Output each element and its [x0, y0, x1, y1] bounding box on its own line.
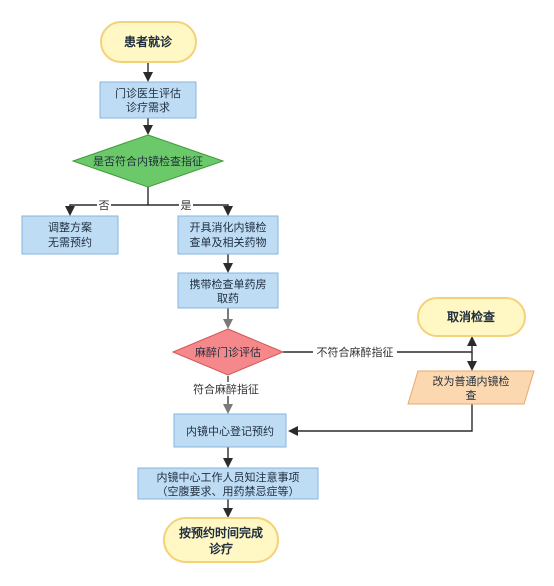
cancel-label: 取消检查: [447, 309, 496, 324]
notify-label-line1: 内镜中心工作人员知注意事项: [157, 470, 300, 484]
start-label: 患者就诊: [124, 34, 173, 49]
adjust-plan-node: 调整方案 无需预约: [21, 215, 119, 255]
start-node: 患者就诊: [100, 21, 197, 63]
anesthesia-decision-label: 麻醉门诊评估: [195, 345, 261, 359]
notify-node: 内镜中心工作人员知注意事项 （空腹要求、用药禁忌症等）: [137, 467, 319, 500]
edge-switch-register: [288, 404, 473, 436]
edge-decision-yes: [148, 204, 233, 216]
cancel-node: 取消检查: [417, 297, 526, 337]
indication-decision: 是否符合内镜检查指征: [71, 134, 225, 188]
prescribe-label-line1: 开具消化内镜检: [190, 220, 267, 234]
pharmacy-label-line1: 携带检查单药房: [190, 277, 267, 291]
complete-label-line2: 诊疗: [209, 541, 233, 556]
switch-regular-label-line2: 查: [466, 388, 477, 402]
switch-regular-node: 改为普通内镜检 查: [407, 370, 535, 405]
prescribe-node: 开具消化内镜检 查单及相关药物: [177, 215, 279, 255]
assess-label-line1: 门诊医生评估: [115, 86, 181, 100]
assess-node: 门诊医生评估 诊疗需求: [99, 81, 197, 119]
register-label: 内镜中心登记预约: [186, 424, 274, 438]
switch-regular-label-line1: 改为普通内镜检: [433, 374, 510, 388]
complete-label-line1: 按预约时间完成: [179, 525, 263, 540]
indication-decision-label: 是否符合内镜检查指征: [93, 154, 203, 168]
edge-label-meet-anesthesia: 符合麻醉指征: [193, 382, 259, 396]
pharmacy-node: 携带检查单药房 取药: [177, 272, 279, 309]
register-node: 内镜中心登记预约: [173, 413, 287, 448]
pharmacy-label-line2: 取药: [217, 292, 239, 305]
prescribe-label-line2: 查单及相关药物: [190, 235, 267, 249]
edge-label-not-meet-anesthesia: 不符合麻醉指征: [317, 345, 394, 359]
anesthesia-decision: 麻醉门诊评估: [171, 328, 285, 376]
adjust-plan-label-line2: 无需预约: [48, 236, 92, 249]
edge-label-yes: 是: [181, 199, 192, 212]
edge-label-no: 否: [99, 199, 110, 212]
complete-node: 按预约时间完成 诊疗: [163, 517, 279, 563]
adjust-plan-label-line1: 调整方案: [48, 220, 92, 234]
notify-label-line2: （空腹要求、用药禁忌症等）: [157, 484, 300, 498]
edge-labels: 否 是 不符合麻醉指征 符合麻醉指征: [97, 198, 397, 396]
assess-label-line2: 诊疗需求: [126, 100, 170, 114]
